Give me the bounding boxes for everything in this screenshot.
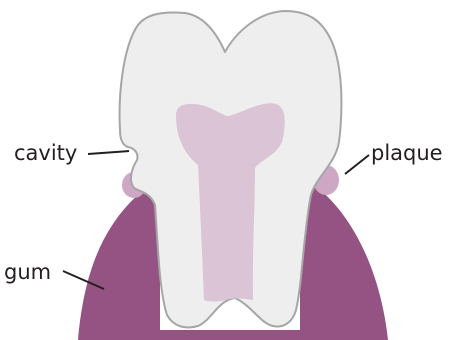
plaque-leader-line	[345, 155, 369, 174]
plaque-label: plaque	[371, 141, 443, 165]
gum-label: gum	[4, 260, 51, 284]
cavity-label: cavity	[14, 141, 77, 165]
cavity-leader-line	[88, 151, 129, 154]
